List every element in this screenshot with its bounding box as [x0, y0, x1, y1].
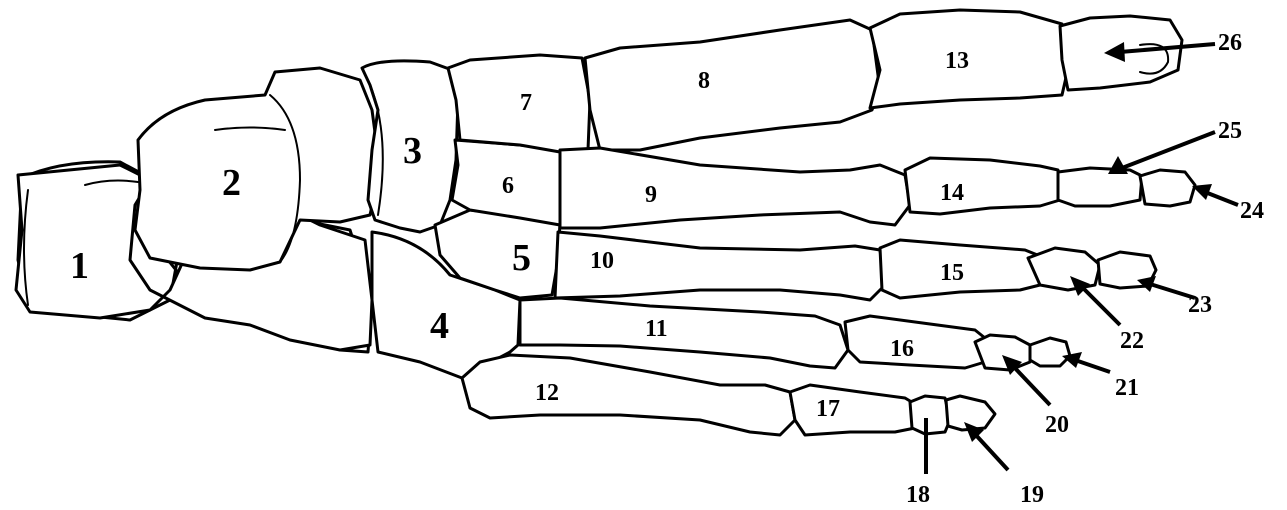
bone-middle-phalanx-4 [975, 335, 1030, 370]
arrow-21 [1062, 352, 1110, 372]
label-5: 5 [512, 237, 531, 279]
bone-distal-phalanx-4 [1030, 338, 1070, 366]
arrow-25 [1108, 132, 1215, 174]
bone-distal-phalanx-2 [1140, 170, 1195, 206]
label-15: 15 [940, 260, 964, 286]
label-4: 4 [430, 305, 449, 347]
arrow-19 [964, 422, 1008, 470]
label-9: 9 [645, 182, 657, 208]
label-13: 13 [945, 48, 969, 74]
label-25: 25 [1218, 118, 1242, 144]
bone-metatarsal-5 [462, 355, 795, 435]
label-3: 3 [403, 130, 422, 172]
label-17: 17 [816, 396, 840, 422]
label-19: 19 [1020, 482, 1044, 508]
label-7: 7 [520, 90, 532, 116]
arrow-23 [1137, 276, 1195, 298]
label-1: 1 [70, 245, 89, 287]
label-10: 10 [590, 248, 614, 274]
bone-proximal-phalanx-1 [870, 10, 1070, 108]
bone-middle-phalanx-2 [1058, 168, 1142, 206]
bone-proximal-phalanx-4 [845, 316, 985, 368]
bone-metatarsal-1 [585, 20, 880, 150]
bone-proximal-phalanx-5 [790, 385, 915, 435]
label-14: 14 [940, 180, 964, 206]
label-8: 8 [698, 68, 710, 94]
label-26: 26 [1218, 30, 1242, 56]
label-2: 2 [222, 162, 241, 204]
label-6: 6 [502, 173, 514, 199]
arrow-24 [1192, 184, 1238, 205]
label-20: 20 [1045, 412, 1069, 438]
label-24: 24 [1240, 198, 1264, 224]
bone-proximal-phalanx-2 [905, 158, 1060, 214]
label-21: 21 [1115, 375, 1139, 401]
label-18: 18 [906, 482, 930, 508]
label-22: 22 [1120, 328, 1144, 354]
bone-medial-cuneiform [448, 55, 590, 152]
bone-middle-phalanx-5 [910, 396, 950, 434]
bone-metatarsal-2 [560, 148, 910, 228]
label-16: 16 [890, 336, 914, 362]
label-12: 12 [535, 380, 559, 406]
label-11: 11 [645, 316, 668, 342]
label-23: 23 [1188, 292, 1212, 318]
